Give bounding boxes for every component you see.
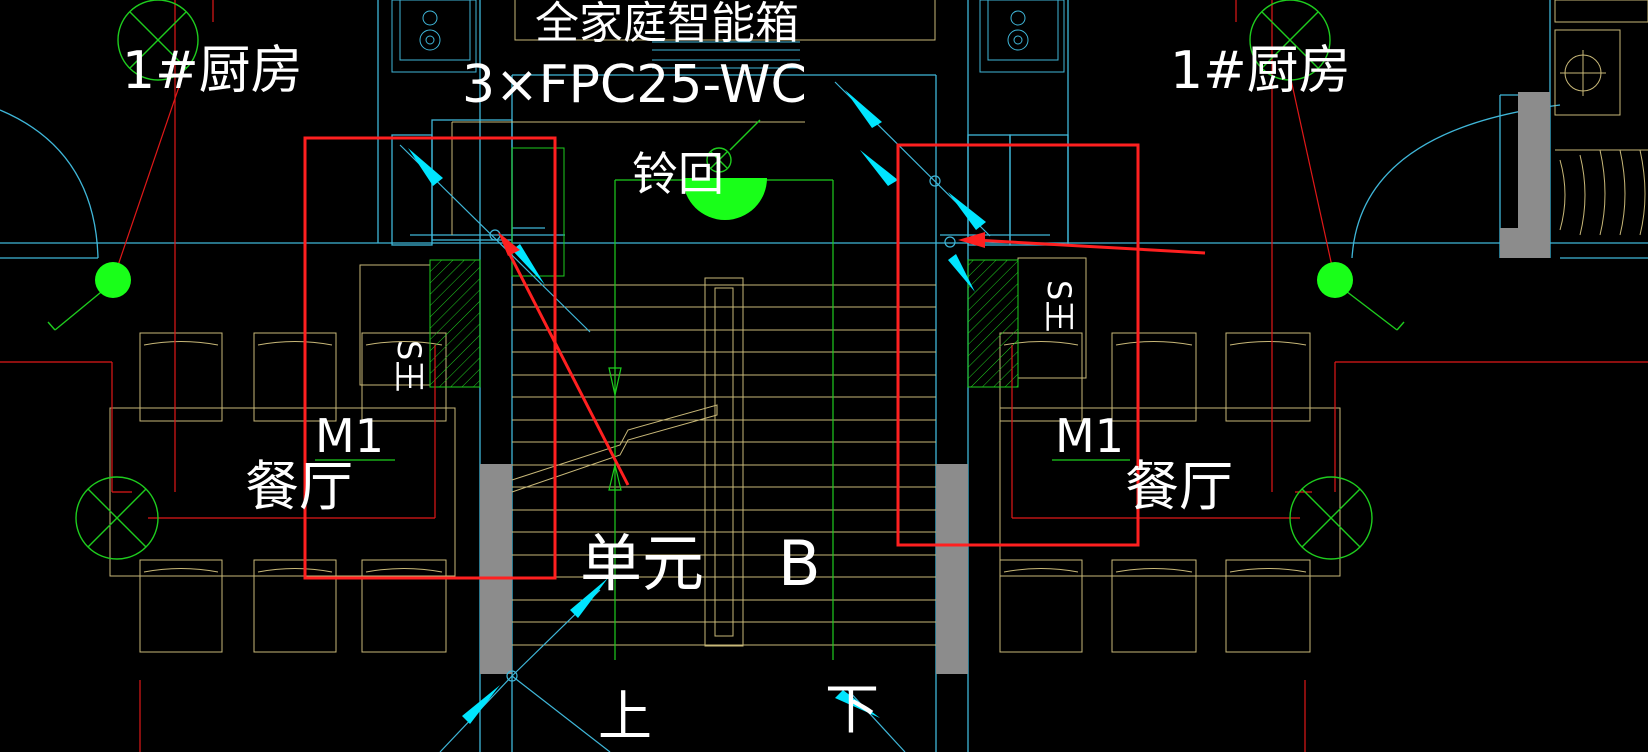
room-label-kitchen-right: 1#厨房: [1170, 41, 1351, 101]
stair-up-label: 上: [598, 685, 652, 748]
door-label-right: M1: [1055, 409, 1124, 463]
meter-housing-left: [429, 259, 481, 388]
ceiling-light-icon: [75, 476, 159, 560]
smart-box-label: 全家庭智能箱: [535, 0, 799, 49]
wall-lamp-icon: [95, 262, 131, 298]
unit-label: 单元: [580, 527, 704, 600]
lamp-symbols: [47, 0, 1405, 560]
leader-arrow-icon: [948, 254, 975, 292]
room-label-kitchen-left: 1#厨房: [122, 41, 303, 101]
conduit-label: 3×FPC25-WC: [462, 55, 807, 115]
labels: 1#厨房 1#厨房 全家庭智能箱 3×FPC25-WC 铃回 M1 M1 餐厅 …: [122, 0, 1351, 748]
ceiling-light-icon: [1249, 0, 1331, 81]
leader-arrow-icon: [860, 150, 898, 186]
highlight-frames: [303, 136, 1140, 580]
smart-box-outline: [451, 0, 936, 235]
wall-lamp-icon: [683, 178, 767, 220]
bell-label: 铃回: [632, 147, 724, 201]
leader-arrow-icon: [408, 148, 443, 186]
leader-arrowheads: [408, 90, 986, 724]
meter-label-right: S王: [1040, 280, 1078, 332]
unit-letter-label: B: [778, 527, 821, 600]
stair-treads: [511, 277, 936, 647]
leader-arrow-icon: [512, 244, 545, 285]
leader-arrow-icon: [948, 192, 986, 230]
wall-lamps: [95, 178, 1353, 298]
room-label-dining-left: 餐厅: [245, 455, 353, 518]
ceiling-light-icon: [117, 0, 199, 81]
meter-housing-right: [967, 259, 1019, 388]
room-label-dining-right: 餐厅: [1125, 455, 1233, 518]
stair-down-label: 下: [825, 678, 879, 741]
door-label-left: M1: [315, 409, 384, 463]
detector-icon: [706, 147, 732, 173]
dining-furniture: [109, 257, 1341, 653]
upper-fixtures: [391, 0, 1065, 73]
highlight-box-left: [303, 136, 557, 580]
annotation-arrows: [498, 232, 1206, 486]
leader-arrow-icon: [570, 578, 608, 618]
leader-arrow-icon: [958, 232, 985, 248]
right-structure: [1554, 0, 1648, 236]
leader-arrow-icon: [462, 685, 500, 724]
ceiling-light-icon: [1289, 476, 1373, 560]
meter-label-left: S王: [390, 340, 428, 392]
leader-arrow-icon: [498, 232, 520, 256]
columns: [480, 92, 1550, 674]
wall-lamp-icon: [1317, 262, 1353, 298]
leader-arrow-icon: [845, 90, 882, 128]
highlight-box-right: [896, 143, 1140, 547]
leader-arrow-icon: [835, 690, 880, 718]
